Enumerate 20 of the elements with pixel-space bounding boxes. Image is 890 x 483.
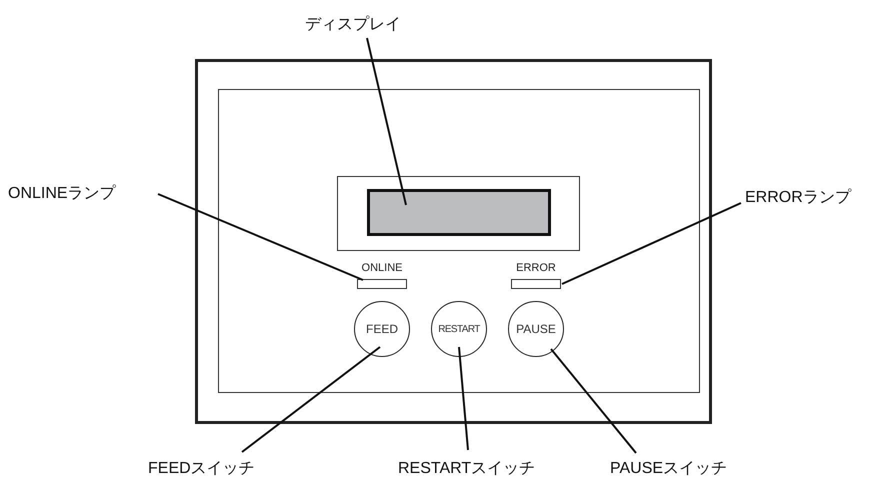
callout-label: ONLINEランプ bbox=[8, 184, 116, 204]
display-frame bbox=[337, 176, 580, 251]
callout-label: RESTARTスイッチ bbox=[398, 459, 536, 479]
control-panel bbox=[195, 59, 712, 424]
leader-line bbox=[241, 346, 381, 453]
switch-button: PAUSE bbox=[508, 301, 564, 357]
leader-line bbox=[458, 346, 469, 450]
callout-label: PAUSEスイッチ bbox=[610, 459, 728, 479]
leader-line bbox=[158, 193, 364, 281]
leader-line bbox=[366, 38, 407, 206]
leader-line bbox=[550, 348, 637, 454]
lamp-label: ERROR bbox=[515, 262, 557, 275]
callout-label: FEEDスイッチ bbox=[148, 459, 255, 479]
lamp-label: ONLINE bbox=[360, 262, 404, 275]
switch-button: RESTART bbox=[431, 301, 487, 357]
callout-label: ディスプレイ bbox=[305, 15, 401, 35]
switch-button: FEED bbox=[354, 301, 410, 357]
callout-label: ERRORランプ bbox=[745, 188, 851, 208]
display-screen bbox=[367, 189, 551, 236]
panel-face bbox=[218, 89, 700, 393]
